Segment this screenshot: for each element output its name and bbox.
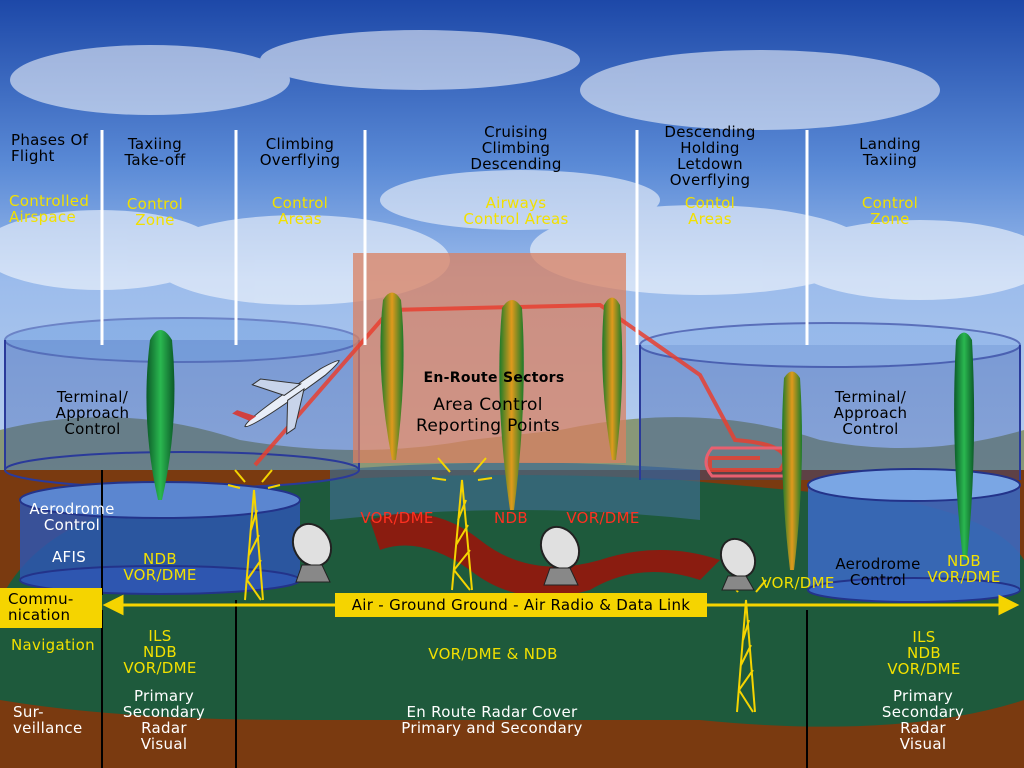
aerodrome-cylinder-right [807,468,1021,603]
phase-cruise: Cruising Climbing Descending [470,123,562,173]
beam-center [499,300,524,510]
terminal-approach-right: Terminal/ Approach Control [833,388,908,438]
vordme-center-left: VOR/DME [360,509,434,527]
surveillance-label: Sur- veillance [13,703,83,737]
beam-left [146,330,175,500]
tower-center-icon [431,457,493,591]
terminal-cylinder-left [4,317,360,489]
column-separators [100,130,809,345]
navigation-label: Navigation [11,636,95,654]
airplane-icon [232,360,340,435]
airspace-cruise: Airways Control Areas [463,194,569,228]
navigation-center: VOR/DME & NDB [428,645,558,663]
airspace-taxi-takeoff: Control Zone [126,195,184,229]
air-ground-link-arrow [102,594,1020,616]
aerodrome-control-left: Aerodrome Control [29,500,115,534]
phase-descend: Descending Holding Letdown Overflying [664,123,756,189]
air-ground-link-label: Air - Ground Ground - Air Radio & Data L… [351,596,691,614]
area-control-label: Area Control Reporting Points [416,395,560,436]
beam-center-left [380,292,404,460]
terminal-approach-left: Terminal/ Approach Control [55,388,130,438]
en-route-sectors-label: En-Route Sectors [423,370,565,386]
column-separators-ground [101,470,808,768]
tower-left-icon [227,469,281,601]
navigation-right: ILS NDB VOR/DME [887,628,961,678]
airspace-landing: Control Zone [861,194,919,228]
beam-right-orange [782,371,802,570]
phase-climb: Climbing Overflying [259,135,341,169]
phases-label: Phases Of Flight [11,131,89,165]
surveillance-center: En Route Radar Cover Primary and Seconda… [401,703,583,737]
air-ground-link-box [335,593,707,617]
phase-landing: Landing Taxiing [859,135,921,169]
radar-dish-left-icon [291,522,333,583]
airspace-label: Controlled Airspace [9,192,90,226]
aerodrome-cylinder-left [19,481,301,595]
ndb-center: NDB [494,509,528,527]
ndb-vordme-left: NDB VOR/DME [123,550,197,584]
communication-label: Commu- nication [8,590,74,624]
afis-label: AFIS [52,548,87,566]
airspace-climb: Control Areas [271,194,329,228]
radar-dish-right-icon [719,537,757,591]
beam-center-right [602,297,623,460]
ndb-vordme-right: NDB VOR/DME [927,552,1001,586]
radar-dish-center-icon [539,525,581,586]
navigation-left: ILS NDB VOR/DME [123,627,197,677]
phase-taxi-takeoff: Taxiing Take-off [124,135,186,169]
surveillance-right: Primary Secondary Radar Visual [881,687,965,753]
beam-right-green [954,332,975,560]
aerodrome-control-right: Aerodrome Control [835,555,921,589]
airspace-descend: Contol Areas [684,194,736,228]
vordme-center-right: VOR/DME [566,509,640,527]
communication-label-box [0,588,102,628]
vordme-right-antenna: VOR/DME [761,574,835,592]
surveillance-left: Primary Secondary Radar Visual [122,687,206,753]
